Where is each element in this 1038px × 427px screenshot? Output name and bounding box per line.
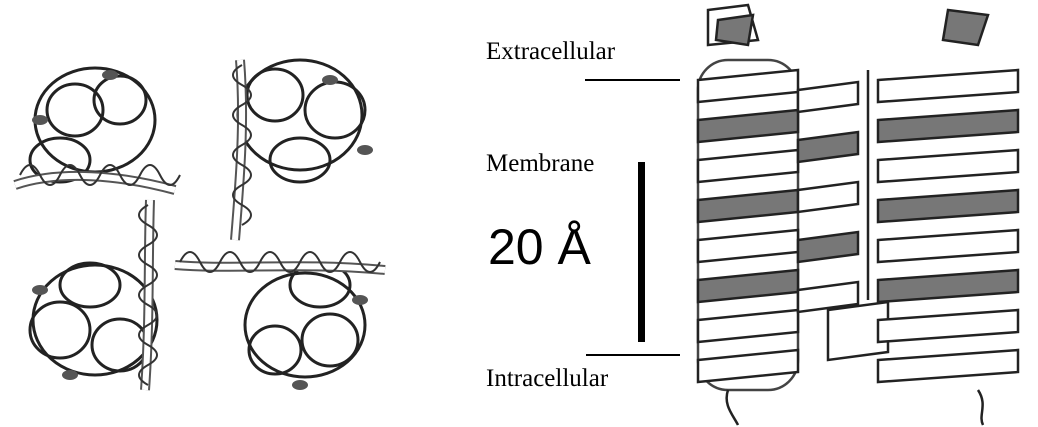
subunit-bottom-right: [175, 263, 385, 377]
side-view-ribbon-icon: [678, 0, 1038, 427]
top-view-ribbon-icon: [0, 0, 400, 427]
label-intracellular: Intracellular: [486, 365, 608, 393]
subunit-top-right: [235, 60, 365, 240]
scale-bar: [638, 162, 645, 342]
scale-label: 20 Å: [488, 218, 591, 276]
label-membrane: Membrane: [486, 150, 594, 178]
label-extracellular: Extracellular: [486, 38, 615, 66]
helix-bands: [698, 70, 1018, 382]
intracellular-line: [586, 354, 680, 356]
subunit-bottom-left: [30, 200, 157, 390]
extracellular-line: [585, 79, 680, 81]
